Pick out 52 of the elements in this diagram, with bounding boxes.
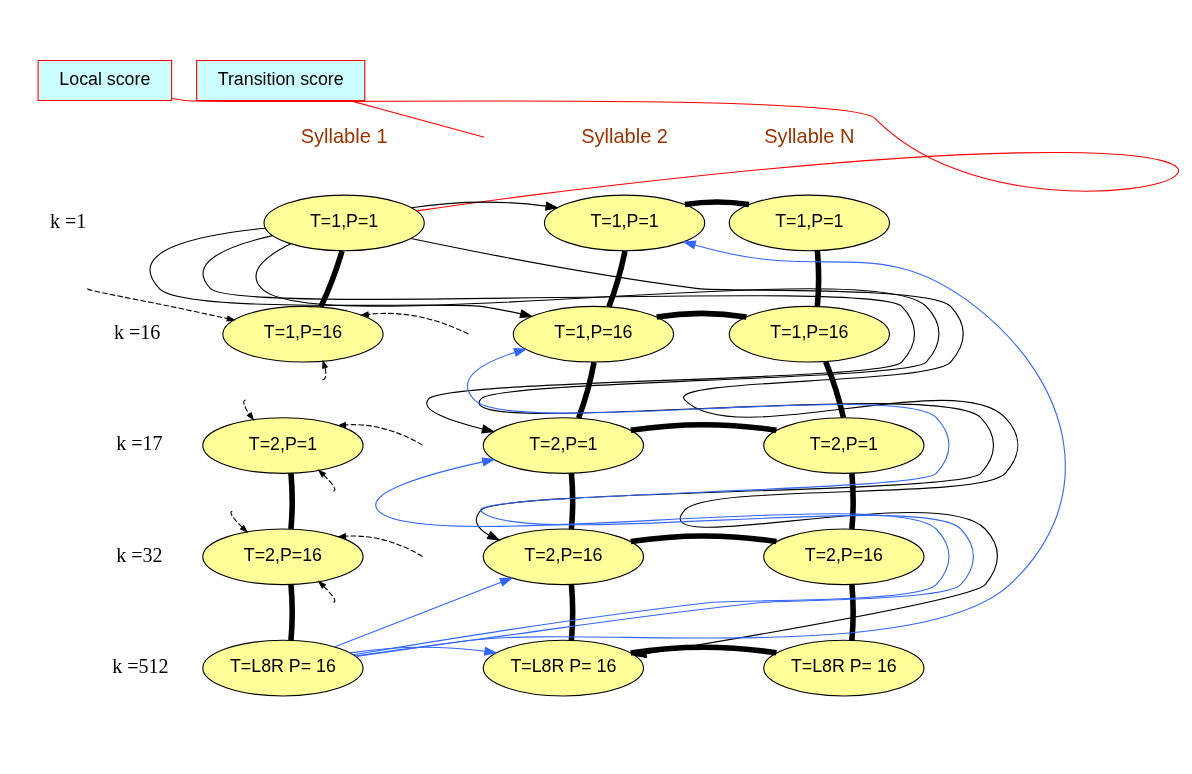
arrow <box>359 310 469 335</box>
arrow <box>202 234 916 433</box>
arrow <box>87 287 236 321</box>
connector <box>568 583 576 640</box>
label: k =32 <box>116 543 163 566</box>
arrow <box>149 227 534 318</box>
node-box: Local score <box>37 59 173 101</box>
label: Syllable 2 <box>581 124 668 147</box>
arrow <box>334 576 514 647</box>
node-ellipse: T=2,P=16 <box>763 527 925 585</box>
connector <box>288 472 295 529</box>
arrow <box>352 456 950 655</box>
connector <box>576 361 597 419</box>
connector <box>849 583 856 640</box>
arrow <box>337 532 424 557</box>
node-ellipse: T=1,P=1 <box>263 194 425 251</box>
connector <box>349 99 485 138</box>
node-ellipse: T=L8R P= 16 <box>202 639 364 696</box>
label: Syllable N <box>764 124 855 147</box>
node-ellipse: T=2,P=16 <box>202 527 364 585</box>
label: k =17 <box>116 431 163 454</box>
arrow <box>230 510 249 533</box>
node-ellipse: T=L8R P= 16 <box>763 639 925 696</box>
connector <box>606 249 628 308</box>
arrow <box>243 398 255 421</box>
arrow <box>337 421 424 446</box>
connector <box>656 310 747 320</box>
connector <box>849 472 856 529</box>
connector <box>823 360 847 418</box>
connector <box>568 472 576 529</box>
connector <box>814 250 822 307</box>
arrow <box>410 200 559 211</box>
node-ellipse: T=1,P=16 <box>728 305 891 363</box>
connector <box>684 198 750 207</box>
connector <box>318 249 345 308</box>
arrow <box>321 359 329 380</box>
connector <box>630 532 777 544</box>
node-ellipse: T=1,P=16 <box>222 305 384 363</box>
connector <box>630 421 777 433</box>
label: Syllable 1 <box>300 124 388 147</box>
arrow <box>349 646 498 656</box>
arrow <box>317 580 336 603</box>
node-box: Transition score <box>196 59 366 101</box>
arrow <box>317 468 336 492</box>
label: k =16 <box>113 320 161 343</box>
node-ellipse: T=2,P=1 <box>763 416 925 474</box>
label: k =512 <box>112 654 169 677</box>
node-ellipse: T=2,P=1 <box>202 416 364 474</box>
arrow <box>255 242 995 541</box>
connector <box>288 583 295 640</box>
label: k =1 <box>49 209 87 232</box>
node-ellipse: T=1,P=1 <box>728 194 891 251</box>
